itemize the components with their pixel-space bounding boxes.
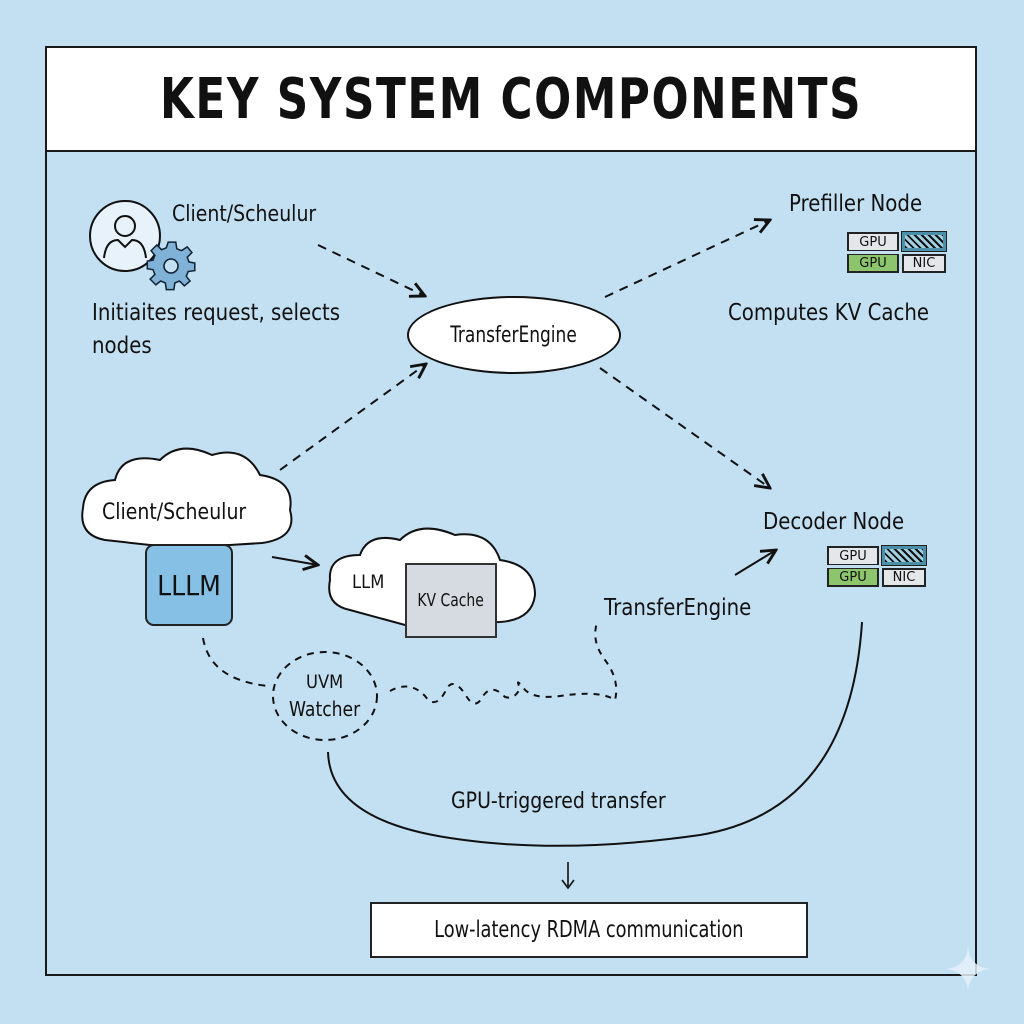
sparkle-icon (946, 947, 990, 991)
arrow-engine-to-decoder (599, 367, 770, 488)
arrow-cloud-to-engine (279, 364, 426, 471)
prefiller-hardware-chip: GPU GPU NIC (847, 231, 947, 273)
diagram-title: KEY SYSTEM COMPONENTS (159, 66, 863, 132)
prefiller-gpu-top: GPU (847, 232, 899, 251)
prefiller-description: Computes KV Cache (728, 300, 930, 326)
client-cloud-label: Client/Scheulur (102, 500, 247, 525)
kv-cache-box[interactable]: KV Cache (405, 563, 497, 638)
decoder-gpu-top: GPU (827, 546, 879, 565)
prefiller-hatch-icon (901, 231, 947, 252)
gpu-triggered-curve (327, 621, 863, 847)
dashed-lllm-to-uvm (202, 637, 269, 687)
prefiller-node-label: Prefiller Node (789, 191, 923, 217)
gpu-triggered-label: GPU-triggered transfer (451, 789, 666, 814)
arrow-lllm-to-kv (271, 557, 318, 565)
client-cloud-shape (81, 447, 293, 546)
uvm-watcher-circle (272, 651, 378, 741)
watcher-label: Watcher (289, 697, 361, 721)
uvm-label: UVM (306, 671, 344, 693)
lllm-label: LLLM (157, 568, 221, 602)
rdma-box: Low-latency RDMA communication (370, 902, 808, 958)
decoder-nic: NIC (882, 568, 926, 587)
arrow-transfer-to-decoder (734, 550, 776, 576)
client-top-description-line2: nodes (92, 333, 152, 359)
lllm-box[interactable]: LLLM (145, 544, 233, 626)
transfer-engine-lower-label: TransferEngine (604, 595, 752, 621)
llm-cloud-label: LLM (352, 571, 385, 593)
gear-icon (146, 241, 196, 291)
decoder-hardware-chip: GPU GPU NIC (827, 545, 927, 587)
prefiller-nic: NIC (902, 254, 946, 273)
prefiller-gpu-bottom: GPU (847, 254, 899, 273)
decoder-node-label: Decoder Node (763, 509, 905, 535)
down-arrow-icon (561, 862, 575, 890)
rdma-label: Low-latency RDMA communication (434, 917, 744, 943)
transfer-engine-node[interactable]: TransferEngine (407, 296, 621, 374)
arrow-engine-to-prefiller (604, 220, 770, 298)
client-top-label: Client/Scheulur (172, 202, 317, 227)
squiggle-uvm-to-transfer (389, 619, 618, 705)
decoder-gpu-bottom: GPU (827, 568, 879, 587)
title-bar: KEY SYSTEM COMPONENTS (45, 46, 977, 152)
client-top-description-line1: Initiaites request, selects (92, 300, 341, 326)
kv-cache-label: KV Cache (417, 590, 485, 611)
transfer-engine-label: TransferEngine (450, 322, 578, 348)
decoder-hatch-icon (881, 545, 927, 566)
arrow-client-to-engine (317, 244, 425, 296)
user-icon (89, 200, 161, 272)
